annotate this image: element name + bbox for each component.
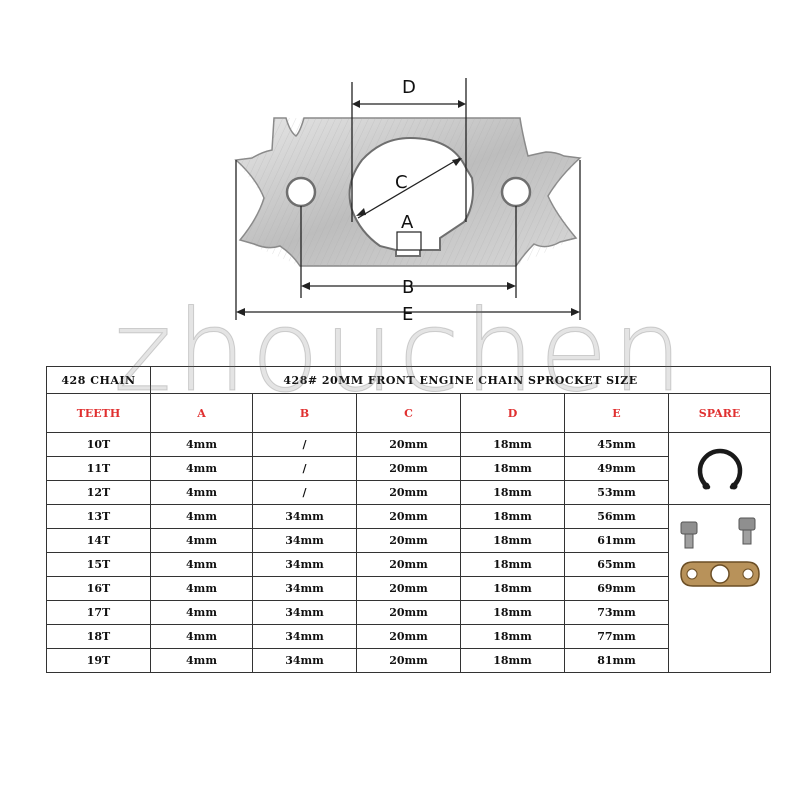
chain-type-cell: 428 CHAIN [46, 366, 151, 394]
table-header-row: TEETH A B C D E SPARE [46, 393, 771, 433]
cell-a: 4mm [150, 576, 253, 601]
dim-label-c: C [395, 172, 408, 193]
cell-c: 20mm [356, 600, 461, 625]
cell-b: / [252, 432, 357, 457]
cell-b: / [252, 480, 357, 505]
cell-a: 4mm [150, 552, 253, 577]
spare-circlip-cell [668, 432, 771, 505]
cell-e: 69mm [564, 576, 669, 601]
cell-a: 4mm [150, 456, 253, 481]
cell-b: 34mm [252, 648, 357, 673]
header-b: B [252, 393, 357, 433]
cell-a: 4mm [150, 600, 253, 625]
cell-c: 20mm [356, 624, 461, 649]
dimension-arrowheads [236, 100, 580, 316]
cell-c: 20mm [356, 528, 461, 553]
header-spare: SPARE [668, 393, 771, 433]
cell-c: 20mm [356, 576, 461, 601]
cell-a: 4mm [150, 504, 253, 529]
table-title-row: 428 CHAIN 428# 20MM FRONT ENGINE CHAIN S… [46, 366, 771, 394]
cell-a: 4mm [150, 624, 253, 649]
sprocket-dimension-diagram: D C A B E [234, 77, 582, 325]
dimension-lines [235, 78, 581, 320]
cell-b: 34mm [252, 624, 357, 649]
cell-c: 20mm [356, 432, 461, 457]
cell-teeth: 17T [46, 600, 151, 625]
cell-b: 34mm [252, 600, 357, 625]
cell-e: 65mm [564, 552, 669, 577]
cell-d: 18mm [460, 624, 565, 649]
cell-a: 4mm [150, 432, 253, 457]
cell-teeth: 15T [46, 552, 151, 577]
cell-d: 18mm [460, 456, 565, 481]
cell-d: 18mm [460, 600, 565, 625]
cell-e: 49mm [564, 456, 669, 481]
cell-teeth: 12T [46, 480, 151, 505]
cell-e: 61mm [564, 528, 669, 553]
cell-e: 73mm [564, 600, 669, 625]
cell-e: 45mm [564, 432, 669, 457]
dim-label-b: B [402, 277, 414, 298]
cell-e: 56mm [564, 504, 669, 529]
cell-teeth: 13T [46, 504, 151, 529]
cell-c: 20mm [356, 648, 461, 673]
header-d: D [460, 393, 565, 433]
cell-d: 18mm [460, 648, 565, 673]
dim-label-e: E [402, 304, 413, 325]
spare-lock-plate-cell [668, 504, 771, 673]
header-e: E [564, 393, 669, 433]
sprocket-photo [234, 117, 582, 267]
cell-e: 77mm [564, 624, 669, 649]
header-a: A [150, 393, 253, 433]
cell-teeth: 14T [46, 528, 151, 553]
cell-b: 34mm [252, 528, 357, 553]
cell-teeth: 10T [46, 432, 151, 457]
cell-teeth: 11T [46, 456, 151, 481]
cell-a: 4mm [150, 480, 253, 505]
cell-d: 18mm [460, 480, 565, 505]
cell-b: / [252, 456, 357, 481]
cell-teeth: 19T [46, 648, 151, 673]
cell-e: 81mm [564, 648, 669, 673]
cell-d: 18mm [460, 552, 565, 577]
cell-c: 20mm [356, 552, 461, 577]
cell-e: 53mm [564, 480, 669, 505]
cell-d: 18mm [460, 576, 565, 601]
cell-a: 4mm [150, 648, 253, 673]
cell-d: 18mm [460, 504, 565, 529]
cell-b: 34mm [252, 552, 357, 577]
circlip-icon [697, 448, 742, 489]
cell-c: 20mm [356, 504, 461, 529]
cell-b: 34mm [252, 576, 357, 601]
dim-label-a: A [401, 212, 414, 233]
lock-plate-with-bolts-icon [679, 517, 760, 587]
cell-c: 20mm [356, 480, 461, 505]
cell-d: 18mm [460, 528, 565, 553]
sprocket-size-table: 428 CHAIN 428# 20MM FRONT ENGINE CHAIN S… [46, 366, 771, 673]
cell-teeth: 18T [46, 624, 151, 649]
dim-label-d: D [402, 77, 416, 98]
cell-a: 4mm [150, 528, 253, 553]
table-title: 428# 20MM FRONT ENGINE CHAIN SPROCKET SI… [150, 366, 771, 394]
cell-teeth: 16T [46, 576, 151, 601]
cell-c: 20mm [356, 456, 461, 481]
header-teeth: TEETH [46, 393, 151, 433]
header-c: C [356, 393, 461, 433]
cell-b: 34mm [252, 504, 357, 529]
cell-d: 18mm [460, 432, 565, 457]
